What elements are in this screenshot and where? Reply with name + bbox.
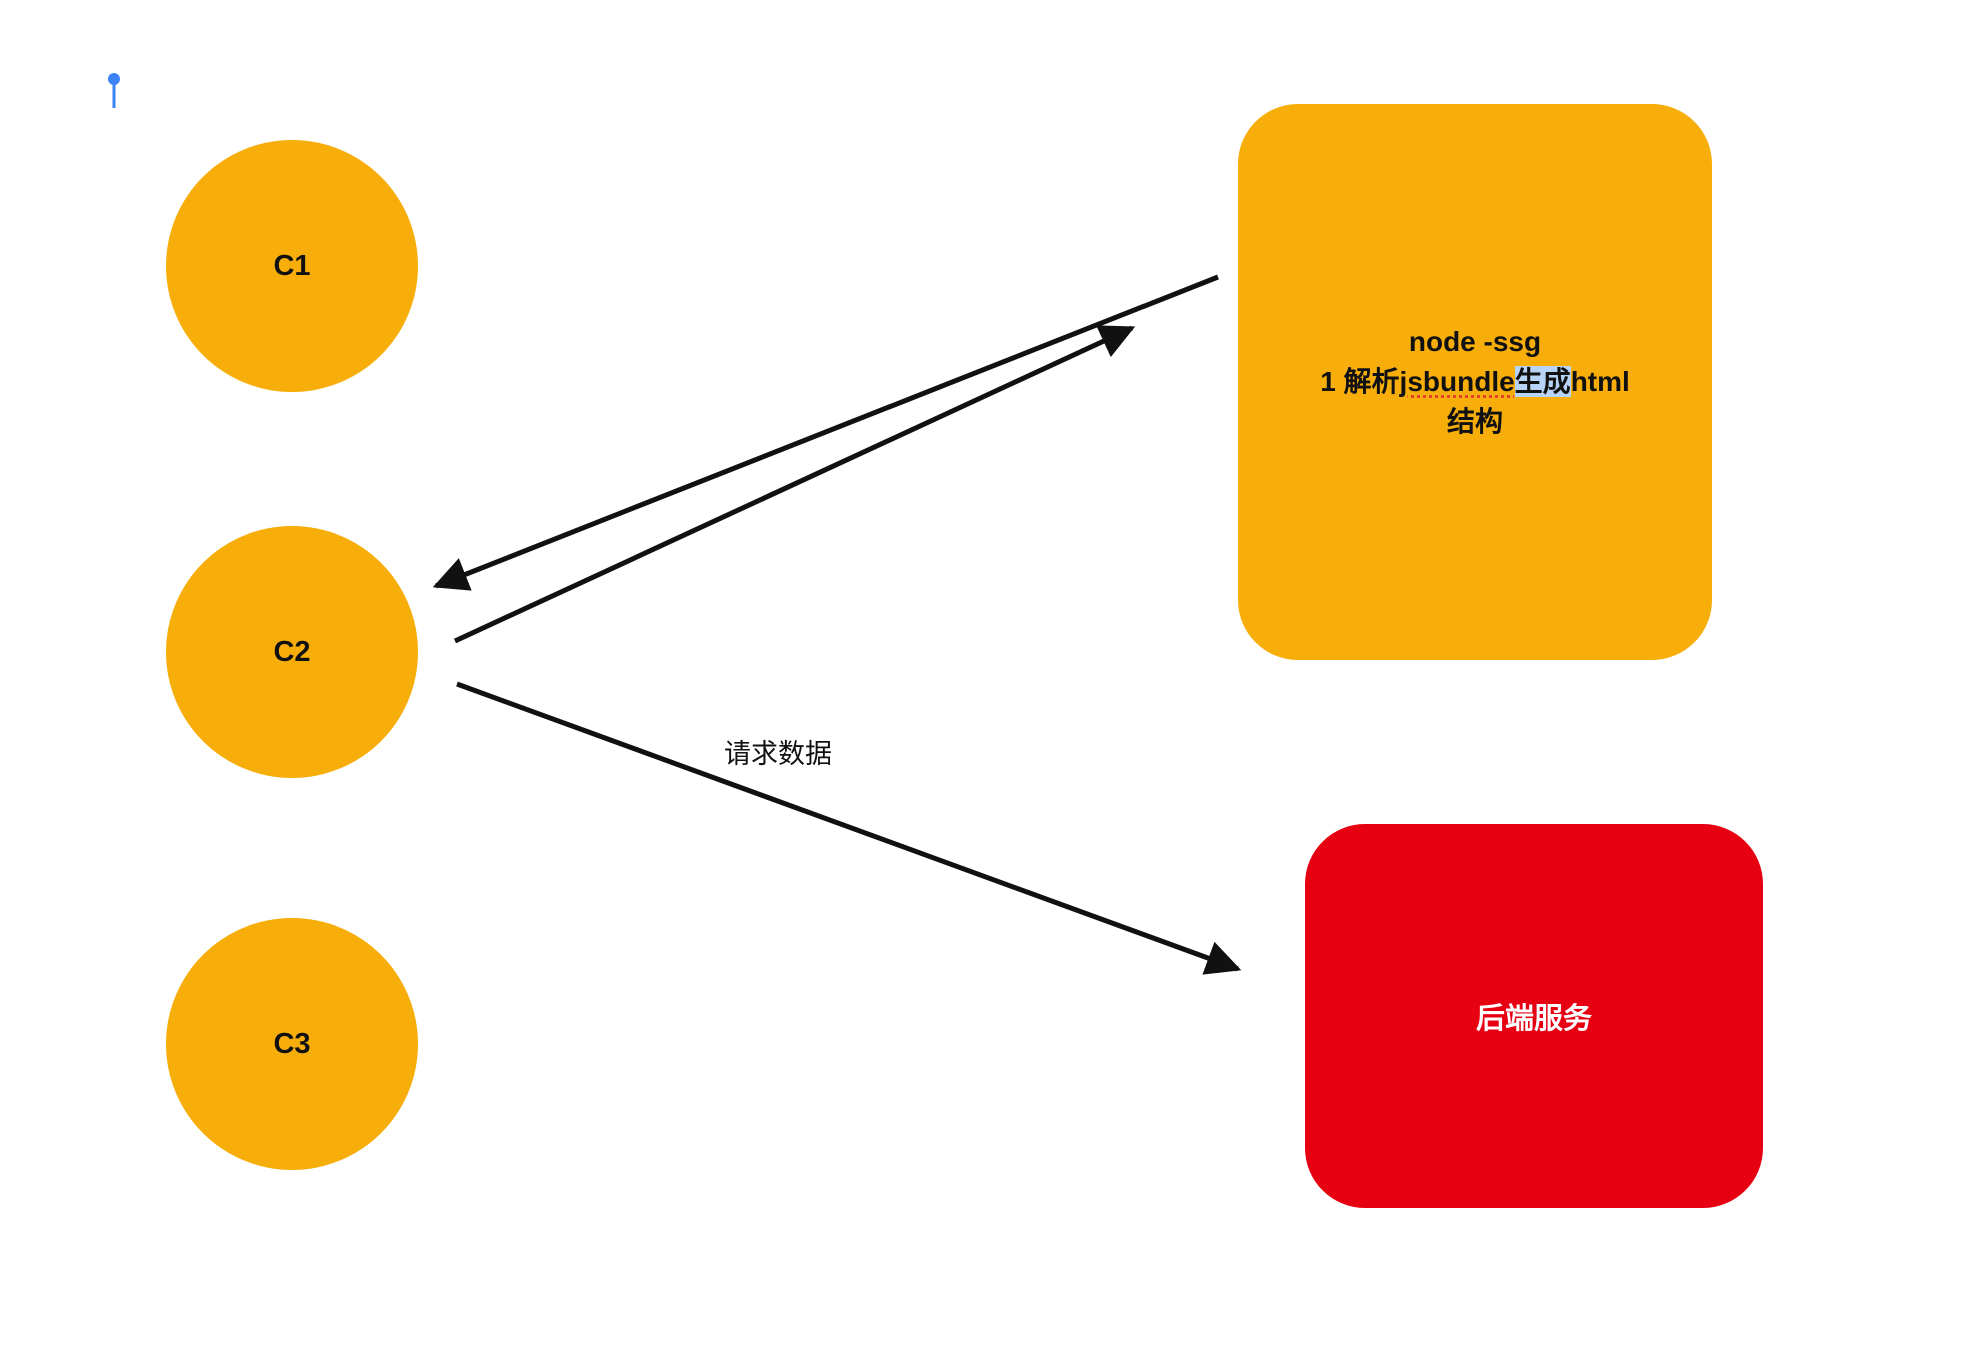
node-ssg-line2: 1 解析jsbundle生成html [1320, 362, 1630, 402]
node-ssg-line3: 结构 [1446, 406, 1503, 437]
text-cursor-icon [108, 73, 120, 108]
node-c1[interactable]: C1 [166, 140, 418, 392]
node-c2[interactable]: C2 [166, 526, 418, 778]
node-c3-label: C3 [273, 1027, 311, 1060]
node-c1-label: C1 [273, 249, 311, 282]
node-ssg-line2-prefix: 1 解析 [1320, 366, 1400, 397]
node-ssg-line2-spell: jsbundle [1399, 366, 1515, 397]
node-backend-box[interactable]: 后端服务 [1305, 824, 1763, 1208]
edge-label-request-data[interactable]: 请求数据 [724, 739, 832, 769]
arrow-ssg-to-c2[interactable] [432, 274, 1219, 591]
arrow-c2-to-backend[interactable] [456, 681, 1242, 975]
node-c2-label: C2 [273, 635, 311, 668]
node-ssg-box[interactable]: node -ssg 1 解析jsbundle生成html 结构 [1238, 104, 1712, 660]
node-ssg-line2-selection: 生成 [1514, 366, 1571, 397]
node-ssg-line1: node -ssg [1408, 326, 1542, 357]
node-ssg-text[interactable]: node -ssg 1 解析jsbundle生成html 结构 [1320, 322, 1630, 442]
arrow-c2-to-ssg[interactable] [453, 325, 1136, 644]
node-backend-label: 后端服务 [1475, 1003, 1592, 1035]
node-c3[interactable]: C3 [166, 918, 418, 1170]
node-ssg-line2-suffix: html [1570, 366, 1630, 397]
